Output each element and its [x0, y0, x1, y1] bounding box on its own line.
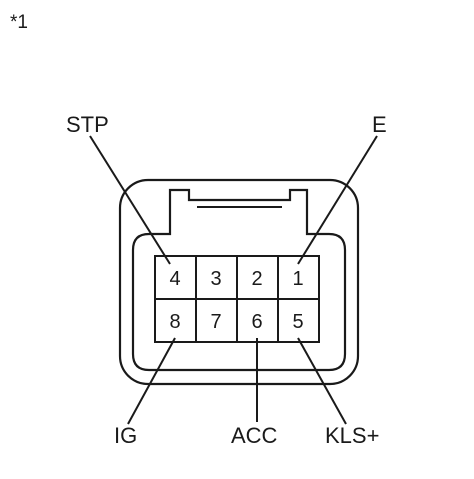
pin-6: 6 [251, 311, 262, 333]
label-e: E [372, 112, 387, 137]
pin-3: 3 [210, 268, 221, 290]
pin-4: 4 [169, 268, 180, 290]
leader-line-ig [127, 337, 176, 425]
leader-line-e [297, 135, 378, 265]
connector-housing-inner [131, 188, 347, 372]
label-stp: STP [66, 112, 109, 137]
pin-2: 2 [251, 268, 262, 290]
leader-line-stp [89, 135, 171, 265]
connector-housing-outer [118, 178, 360, 386]
label-kls: KLS+ [325, 423, 379, 448]
label-ig: IG [114, 423, 137, 448]
reference-mark: *1 [10, 12, 28, 33]
pin-5: 5 [292, 311, 303, 333]
pin-7: 7 [210, 311, 221, 333]
pin-grid: 4 3 2 1 8 7 6 5 [154, 255, 320, 343]
label-acc: ACC [231, 423, 278, 448]
pin-1: 1 [292, 268, 303, 290]
pin-8: 8 [169, 311, 180, 333]
leader-line-kls [297, 337, 347, 425]
